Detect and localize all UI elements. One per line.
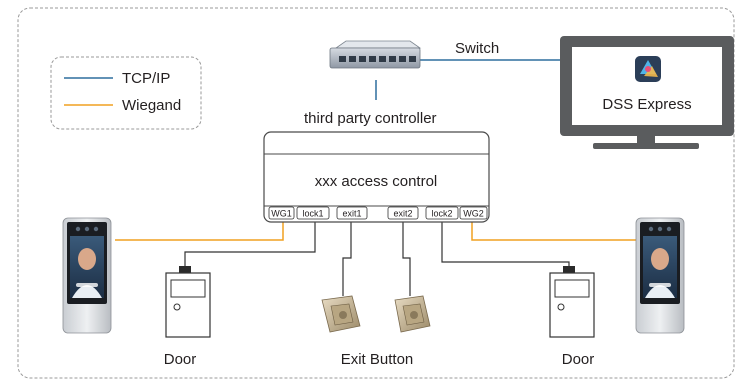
monitor-icon bbox=[560, 36, 734, 149]
legend: TCP/IP Wiegand bbox=[50, 56, 202, 130]
legend-box bbox=[50, 56, 202, 130]
wiegand-line-right bbox=[471, 222, 638, 241]
port-wg2: WG2 bbox=[459, 206, 488, 220]
legend-wiegand-label: Wiegand bbox=[122, 97, 181, 114]
dss-express-app-icon bbox=[635, 56, 661, 82]
door-lock-icon bbox=[549, 266, 595, 338]
svg-text:lock2: lock2 bbox=[431, 209, 452, 219]
port-wg1: WG1 bbox=[268, 206, 295, 220]
lock2-wire bbox=[441, 222, 570, 268]
network-switch-icon bbox=[329, 40, 422, 69]
port-lock2: lock2 bbox=[425, 206, 459, 220]
face-recognition-terminal-icon bbox=[62, 217, 112, 334]
exit1-wire bbox=[342, 222, 352, 296]
door-left-label: Door bbox=[164, 351, 197, 368]
exit-button-label: Exit Button bbox=[341, 351, 414, 368]
svg-text:exit2: exit2 bbox=[393, 209, 412, 219]
legend-tcpip-label: TCP/IP bbox=[122, 70, 170, 87]
wiegand-line-left bbox=[115, 222, 284, 241]
controller-ports: WG1 lock1 exit1 exit2 lock2 WG2 bbox=[268, 206, 488, 220]
access-controller: xxx access control bbox=[263, 131, 490, 223]
svg-text:WG2: WG2 bbox=[463, 209, 484, 219]
door-lock-icon bbox=[165, 266, 211, 338]
port-exit2: exit2 bbox=[387, 206, 419, 220]
svg-text:lock1: lock1 bbox=[302, 209, 323, 219]
exit2-wire bbox=[402, 222, 411, 296]
port-exit1: exit1 bbox=[336, 206, 368, 220]
port-lock1: lock1 bbox=[296, 206, 330, 220]
lock1-wire bbox=[184, 222, 316, 268]
svg-text:WG1: WG1 bbox=[271, 209, 292, 219]
dss-express-label: DSS Express bbox=[602, 96, 691, 113]
controller-name: xxx access control bbox=[315, 173, 438, 190]
controller-caption: third party controller bbox=[304, 110, 437, 127]
door-right-label: Door bbox=[562, 351, 595, 368]
exit-button-icon bbox=[321, 295, 361, 333]
diagram-frame bbox=[17, 7, 735, 379]
connections bbox=[115, 59, 638, 296]
switch-label: Switch bbox=[455, 40, 499, 57]
svg-text:exit1: exit1 bbox=[342, 209, 361, 219]
exit-button-icon bbox=[394, 295, 431, 333]
face-recognition-terminal-icon bbox=[635, 217, 685, 334]
